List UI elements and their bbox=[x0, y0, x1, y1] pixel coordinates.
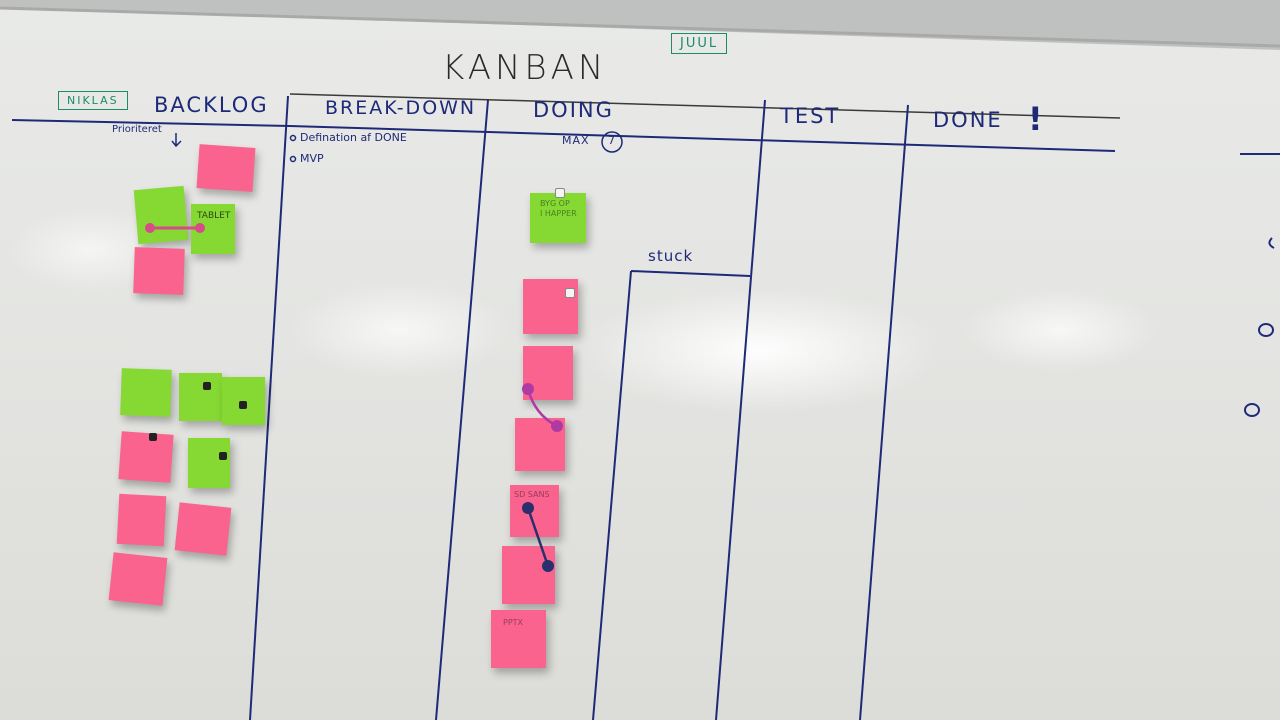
breakdown-item-1: Defination af DONE bbox=[300, 131, 407, 144]
column-done: DONE bbox=[933, 108, 1003, 132]
connector-magnet bbox=[195, 223, 205, 233]
connector-magnet bbox=[542, 560, 554, 572]
sticky-note-text: SD SANS bbox=[514, 490, 550, 499]
magnet[interactable] bbox=[565, 288, 575, 298]
wip-limit-label: MAX bbox=[562, 134, 590, 147]
divider-1 bbox=[249, 95, 289, 720]
magnet[interactable] bbox=[239, 401, 247, 409]
magnet[interactable] bbox=[219, 452, 227, 460]
column-backlog: BACKLOG bbox=[154, 93, 269, 117]
name-tag-niklas: NIKLAS bbox=[58, 91, 128, 110]
divider-3 bbox=[715, 99, 766, 720]
column-test: TEST bbox=[780, 104, 841, 128]
sticky-note-green[interactable]: BYG OP I HAPPER bbox=[530, 193, 586, 243]
sticky-note-text: BYG OP bbox=[540, 199, 570, 208]
sticky-note-green[interactable] bbox=[188, 438, 230, 488]
connector-magnet bbox=[145, 223, 155, 233]
sticky-note-green[interactable] bbox=[179, 373, 222, 421]
magnet[interactable] bbox=[149, 433, 157, 441]
connector-magnet bbox=[551, 420, 563, 432]
divider-4 bbox=[859, 104, 909, 720]
magnet[interactable] bbox=[555, 188, 565, 198]
stuck-top bbox=[630, 270, 751, 277]
stuck-left bbox=[592, 270, 632, 720]
sticky-note-pink[interactable] bbox=[502, 546, 555, 604]
board-title: KANBAN bbox=[442, 48, 608, 88]
breakdown-item-2: MVP bbox=[300, 152, 324, 165]
stuck-label: stuck bbox=[648, 247, 694, 265]
column-breakdown: BREAK-DOWN bbox=[325, 97, 477, 119]
name-tag-juul: JUUL bbox=[671, 33, 728, 54]
connector-magnet bbox=[522, 383, 534, 395]
divider-2 bbox=[435, 99, 489, 720]
sticky-note-text: I HAPPER bbox=[540, 209, 577, 218]
sticky-note-pink[interactable]: PPTX bbox=[491, 610, 546, 668]
header-line-top bbox=[289, 93, 1121, 119]
magnet[interactable] bbox=[203, 382, 211, 390]
prioritized-label: Prioriteret bbox=[112, 124, 162, 135]
header-line-main bbox=[289, 125, 1116, 152]
sticky-note-text: TABLET bbox=[197, 211, 231, 221]
sticky-note-text: PPTX bbox=[503, 618, 524, 627]
exclamation-mark: ! bbox=[1028, 100, 1043, 138]
connector-magnet bbox=[522, 502, 534, 514]
header-line-left bbox=[11, 119, 291, 127]
column-doing: DOING bbox=[533, 98, 614, 122]
wip-limit-number: 7 bbox=[608, 134, 615, 147]
